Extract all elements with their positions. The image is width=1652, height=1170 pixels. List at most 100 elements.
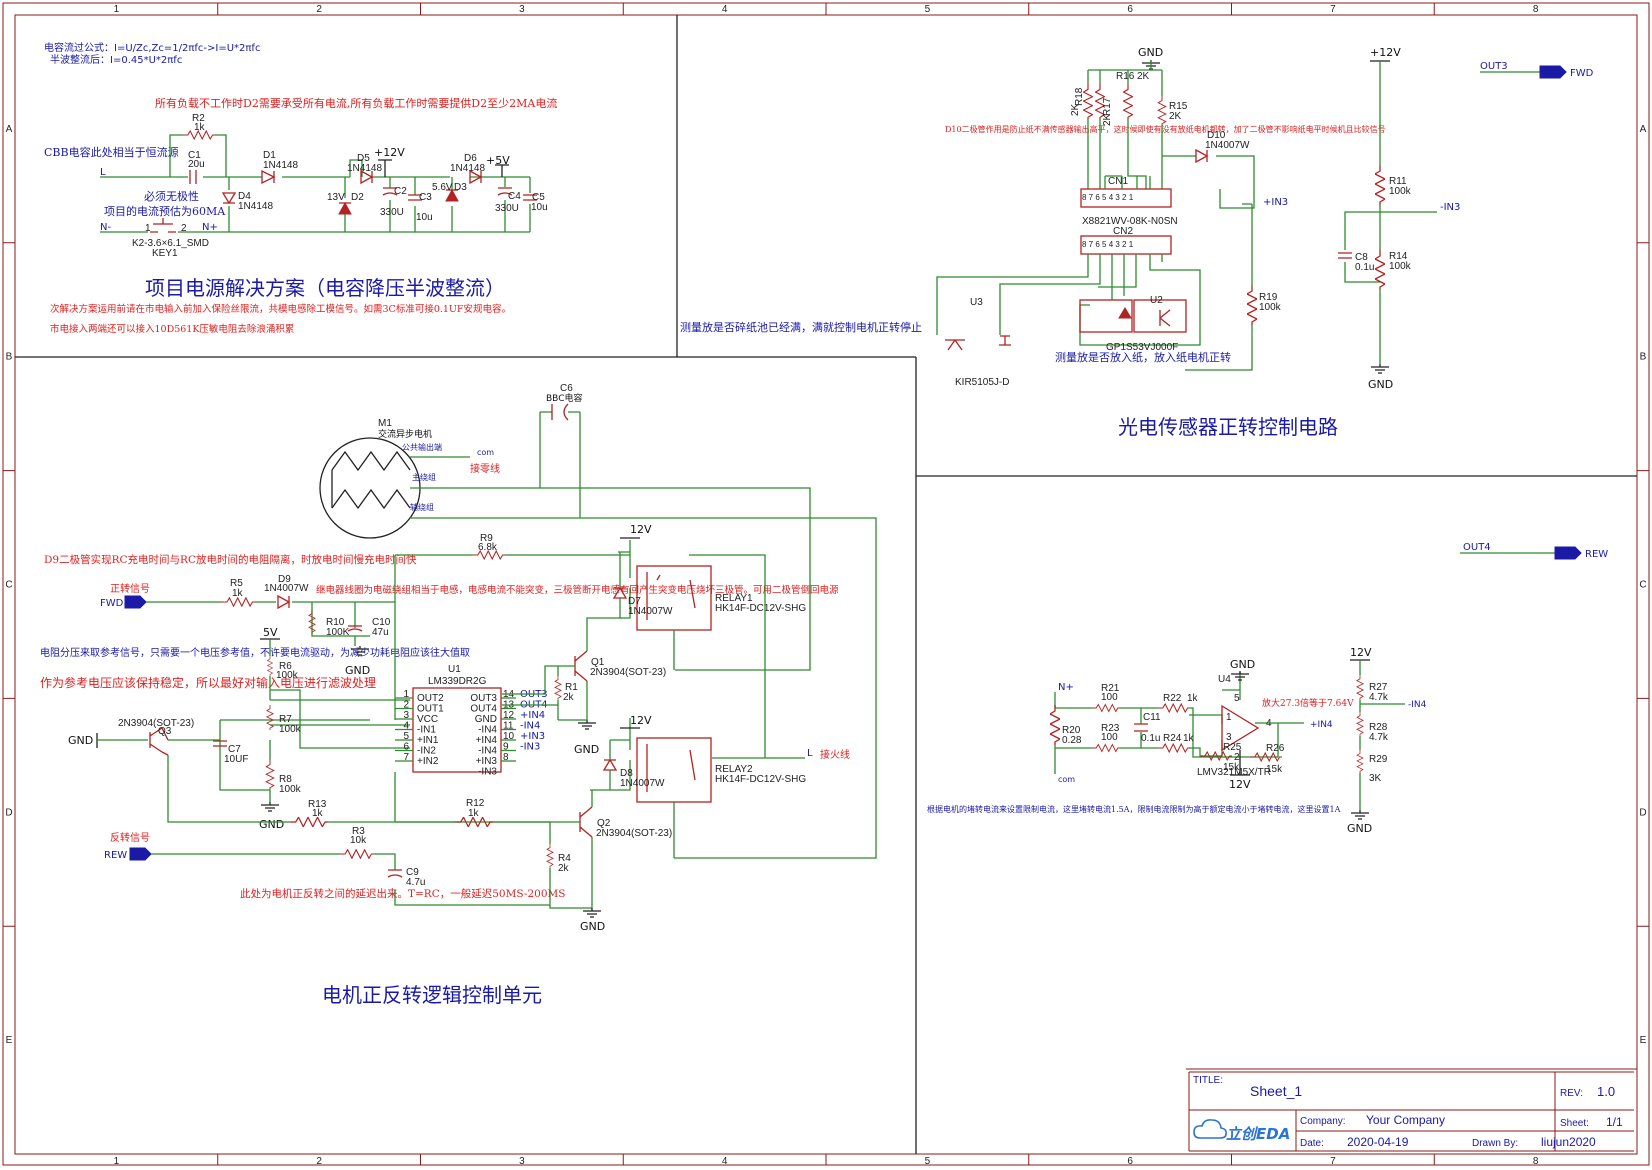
svg-text:Q2: Q2 <box>597 818 611 829</box>
CN1-connector <box>1080 188 1172 208</box>
frame-col-label: 5 <box>925 1156 931 1167</box>
frame-col-label: 3 <box>519 4 525 15</box>
frame-col-label: 3 <box>519 1156 525 1167</box>
svg-text:12V: 12V <box>1229 778 1251 791</box>
svg-text:R19: R19 <box>1259 292 1278 303</box>
svg-text:D6: D6 <box>464 153 477 164</box>
svg-text:330U: 330U <box>495 203 519 214</box>
current-section: OUT4 REW N+ com 1 3 4 5 2 GND 12V U4 LMV… <box>927 542 1608 835</box>
REW-port <box>1554 546 1582 560</box>
svg-text:com: com <box>1058 775 1075 784</box>
sensor-title: 光电传感器正转控制电路 <box>1118 415 1338 439</box>
svg-text:com: com <box>477 448 494 457</box>
svg-text:2K: 2K <box>1102 113 1113 126</box>
power-title: 项目电源解决方案（电容降压半波整流） <box>145 276 505 300</box>
svg-text:D10: D10 <box>1207 130 1226 141</box>
svg-text:4.7u: 4.7u <box>406 877 425 888</box>
svg-text:GND: GND <box>1347 822 1372 835</box>
svg-text:1: 1 <box>1226 712 1232 723</box>
svg-text:R25: R25 <box>1223 742 1242 753</box>
u1-net-label: -IN4 <box>520 721 540 732</box>
svg-text:10k: 10k <box>350 835 367 846</box>
svg-text:3K: 3K <box>1369 773 1382 784</box>
svg-text:C7: C7 <box>228 744 241 755</box>
motor-note-ref: 作为参考电压应该保持稳定，所以最好对输入电压进行滤波处理 <box>40 675 376 690</box>
svg-text:0.1u: 0.1u <box>1141 733 1160 744</box>
svg-text:100: 100 <box>1101 692 1118 703</box>
svg-text:10u: 10u <box>416 212 433 223</box>
svg-text:C2: C2 <box>394 186 407 197</box>
u1-pin-label: OUT3 <box>470 693 497 704</box>
svg-text:-IN3: -IN3 <box>1440 202 1460 213</box>
title-block: TITLE: Sheet_1 REV: 1.0 Company: Your Co… <box>1186 1068 1637 1152</box>
U2-photointerrupter <box>1079 299 1133 333</box>
sensor-note-full: 测量放是否碎纸池已经满，满就控制电机正转停止 <box>680 320 922 334</box>
svg-text:R14: R14 <box>1389 251 1408 262</box>
svg-text:立创EDA: 立创EDA <box>1226 1125 1290 1143</box>
svg-text:辅绕组: 辅绕组 <box>410 502 434 512</box>
svg-text:Sheet:: Sheet: <box>1560 1118 1589 1129</box>
svg-text:U1: U1 <box>448 664 461 675</box>
RELAY1-relay <box>636 565 712 631</box>
svg-text:2N3904(SOT-23): 2N3904(SOT-23) <box>118 718 194 729</box>
svg-text:1/1: 1/1 <box>1606 1115 1623 1129</box>
power-note-load: 所有负载不工作时D2需要承受所有电流,所有负载工作时需要提供D2至少2MA电流 <box>155 96 557 110</box>
motor-note-delay: 此处为电机正反转之间的延迟出来。T=RC，一般延迟50MS-200MS <box>240 887 565 900</box>
frame-row-label: D <box>1639 807 1646 818</box>
svg-text:1N4007W: 1N4007W <box>628 606 673 617</box>
svg-text:R16: R16 <box>1116 71 1135 82</box>
svg-text:R23: R23 <box>1101 723 1120 734</box>
frame-row-label: C <box>1639 580 1646 591</box>
svg-text:C10: C10 <box>372 617 391 628</box>
svg-text:GND: GND <box>1368 378 1393 391</box>
section-dividers <box>15 15 1637 1154</box>
svg-text:REW: REW <box>104 850 127 861</box>
svg-text:5V: 5V <box>263 626 278 639</box>
frame-row-label: B <box>1640 352 1647 363</box>
svg-text:GND: GND <box>574 743 599 756</box>
svg-text:D1: D1 <box>263 150 276 161</box>
svg-text:1N4148: 1N4148 <box>450 163 485 174</box>
svg-text:R26: R26 <box>1266 743 1285 754</box>
svg-text:8 7 6 5 4 3 2 1: 8 7 6 5 4 3 2 1 <box>1082 193 1134 202</box>
C1-capacitor <box>189 170 197 184</box>
u1-pin-num: 7 <box>403 752 409 763</box>
u1-pin-num: 5 <box>403 731 409 742</box>
svg-text:R29: R29 <box>1369 754 1388 765</box>
svg-text:R9: R9 <box>480 533 493 544</box>
svg-text:100k: 100k <box>279 724 302 735</box>
svg-text:X8821WV-08K-N0SN: X8821WV-08K-N0SN <box>1082 216 1178 227</box>
frame-col-label: 5 <box>925 4 931 15</box>
sensor-note-paper: 测量放是否放入纸，放入纸电机正转 <box>1055 350 1231 364</box>
svg-text:主绕组: 主绕组 <box>412 472 436 482</box>
u1-pin-num: 3 <box>403 710 409 721</box>
frame-col-label: 6 <box>1127 4 1133 15</box>
D3-zener <box>445 188 459 202</box>
svg-text:D8: D8 <box>620 768 633 779</box>
svg-text:0.28: 0.28 <box>1062 735 1082 746</box>
svg-text:C1: C1 <box>188 150 201 161</box>
u1-pin-num: 12 <box>503 710 515 721</box>
frame-col-label: 7 <box>1330 4 1336 15</box>
svg-text:100k: 100k <box>279 784 302 795</box>
sensor-section: 光电传感器正转控制电路 D10二极管作用是防止纸不满传感器输出高平，这时候即使有… <box>680 46 1594 439</box>
motor-note-relay: 继电器线圈为电磁绕组相当于电感，电感电流不能突变，三极管断开电感有回产生突变电压… <box>316 584 839 596</box>
motor-note-divider: 电阻分压来取参考信号，只需要一个电压参考值，不许要电流驱动，为减少功耗电阻应该往… <box>40 646 470 659</box>
frame-col-label: 1 <box>114 1156 120 1167</box>
svg-text:4.7k: 4.7k <box>1369 692 1389 703</box>
u1-pin-label: -IN2 <box>417 746 436 757</box>
svg-text:公共输出端: 公共输出端 <box>402 442 442 452</box>
C7-capacitor <box>213 740 227 747</box>
svg-text:正转信号: 正转信号 <box>110 582 150 595</box>
svg-text:R27: R27 <box>1369 682 1388 693</box>
svg-text:REV:: REV: <box>1560 1088 1583 1099</box>
sheet-title: Sheet_1 <box>1250 1083 1302 1099</box>
svg-text:交流异步电机: 交流异步电机 <box>378 428 432 440</box>
svg-text:D7: D7 <box>628 596 641 607</box>
svg-text:100: 100 <box>1101 732 1118 743</box>
power-note-varistor: 市电接入两端还可以接入10D561K压敏电阻去除浪涌积累 <box>50 323 294 335</box>
C9-capacitor <box>387 869 403 878</box>
U3-sensor <box>945 335 1011 351</box>
frame-col-label: 4 <box>722 4 728 15</box>
